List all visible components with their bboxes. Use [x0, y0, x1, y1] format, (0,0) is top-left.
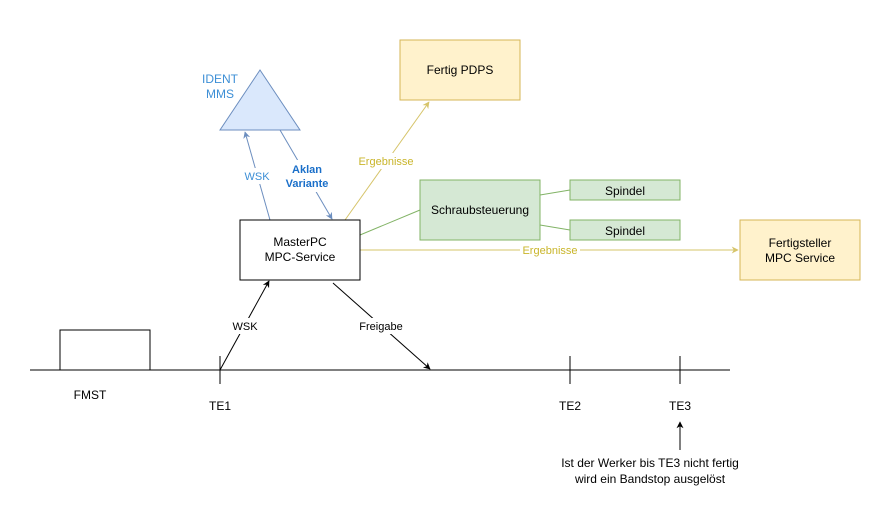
- fertigsteller-box: [739, 219, 861, 281]
- fertig-pdps-label: Fertig PDPS: [427, 63, 494, 77]
- masterpc-label-1: MasterPC: [273, 235, 327, 249]
- edge-schraub-spindel-2: [539, 224, 571, 231]
- fertigsteller-label-1: Fertigsteller: [769, 236, 832, 250]
- spindel-2-label: Spindel: [605, 224, 645, 238]
- spindel-1-box: [569, 179, 681, 201]
- edge-schraub-spindel-1: [539, 189, 571, 196]
- note-line-2: wird ein Bandstop ausgelöst: [574, 472, 726, 486]
- note-line-1: Ist der Werker bis TE3 nicht fertig: [561, 456, 739, 470]
- masterpc-label-2: MPC-Service: [265, 250, 336, 264]
- edge-master-schraub: [359, 209, 421, 236]
- masterpc-box: [239, 219, 361, 281]
- fertig-pdps-box: [399, 39, 521, 101]
- spindel-1-label: Spindel: [605, 184, 645, 198]
- ident-label-2: MMS: [206, 87, 234, 101]
- edge-wsk-lower-label: WSK: [232, 321, 258, 333]
- station-fmst-label: FMST: [74, 388, 107, 402]
- spindel-2-box: [569, 219, 681, 241]
- edge-aklan-label-1: Aklan: [292, 164, 322, 176]
- edge-aklan-label-2: Variante: [286, 178, 329, 190]
- station-te2-label: TE2: [559, 399, 581, 413]
- fertigsteller-label-2: MPC Service: [765, 251, 835, 265]
- edge-wsk-up-label: WSK: [244, 171, 270, 183]
- edge-freigabe-label: Freigabe: [359, 321, 402, 333]
- station-te3-label: TE3: [669, 399, 691, 413]
- ident-mms-triangle: [219, 69, 301, 131]
- fmst-box: [59, 329, 151, 371]
- schraubsteuerung-box: [419, 179, 541, 241]
- edge-ergebnisse-fertigsteller-label: Ergebnisse: [522, 245, 577, 257]
- schraubsteuerung-label: Schraubsteuerung: [431, 203, 529, 217]
- station-te1-label: TE1: [209, 399, 231, 413]
- ident-label-1: IDENT: [202, 72, 239, 86]
- edge-ergebnisse-pdps-label: Ergebnisse: [358, 156, 413, 168]
